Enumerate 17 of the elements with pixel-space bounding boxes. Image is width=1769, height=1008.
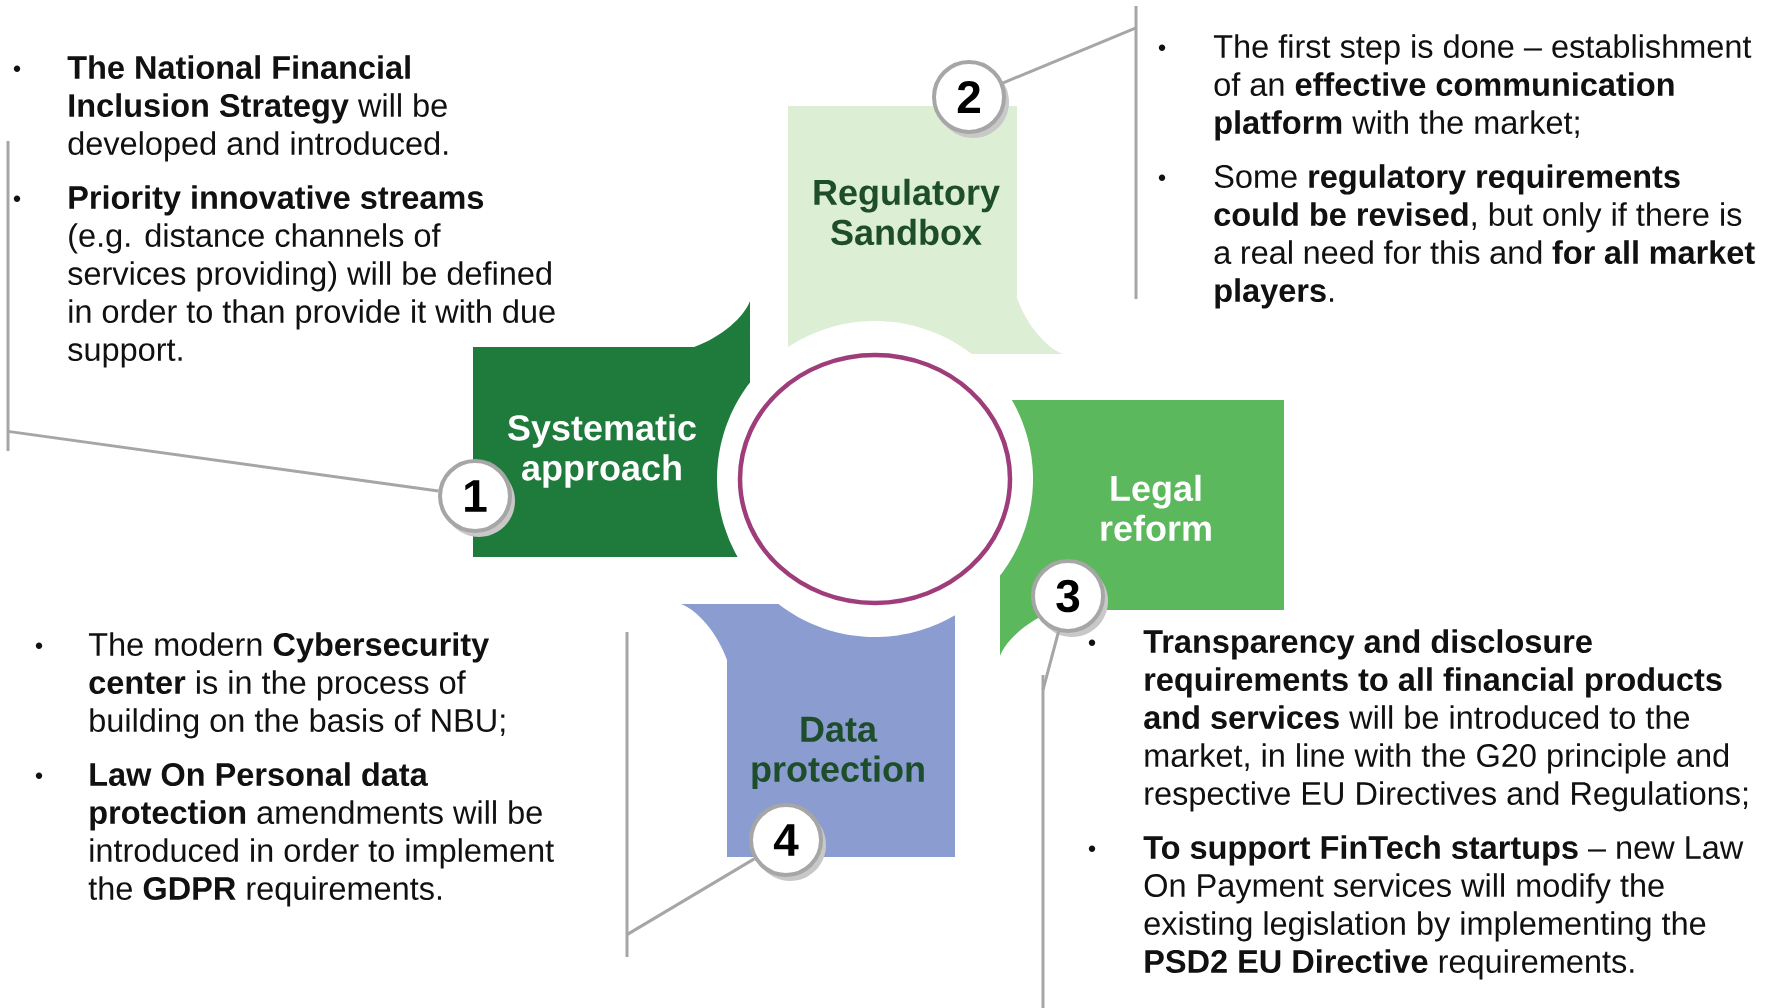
number-badge: 1 (438, 459, 515, 537)
node-label: Some regulatory requirements could be revised, but only if there is a real need for this and for all market players. (1214, 164, 1755, 309)
leader-line (1002, 26, 1137, 85)
node-label: The first step is done – establishment of an effective communication platform with the market; (1213, 34, 1752, 141)
ring (737, 352, 1013, 606)
number-badge: 2 (932, 60, 1009, 138)
leader-line (626, 857, 755, 936)
node-label: The modern Cybersecurity center is in the process of building on the basis of NBU; (88, 632, 505, 739)
node-label: Law On Personal data protection amendments will be introduced in order to implement the GDPR requirements. (88, 762, 554, 907)
node-label: The National Financial Inclusion Strategy will be developed and introduced. (67, 55, 448, 162)
bullet-list: The modern Cybersecurity center is in the process of building on the basis of NBU; Law On Personal data protection amendments will be introduced in order to implement the GDPR requirements. (35, 632, 554, 907)
number-badge: 4 (749, 803, 826, 881)
leader-line (7, 429, 439, 493)
number-badge: 3 (1031, 559, 1108, 637)
bullet-list: The first step is done – establishment of an effective communication platform with the market; Some regulatory requirements could be revised, but only if there is a real need for this and for all market players. (1158, 34, 1755, 309)
node-label: To support FinTech startups – new Law On Payment services will modify the existing legislation by implementing the PSD2 EU Directive requirements. (1143, 835, 1744, 980)
leader-line (1041, 631, 1060, 691)
